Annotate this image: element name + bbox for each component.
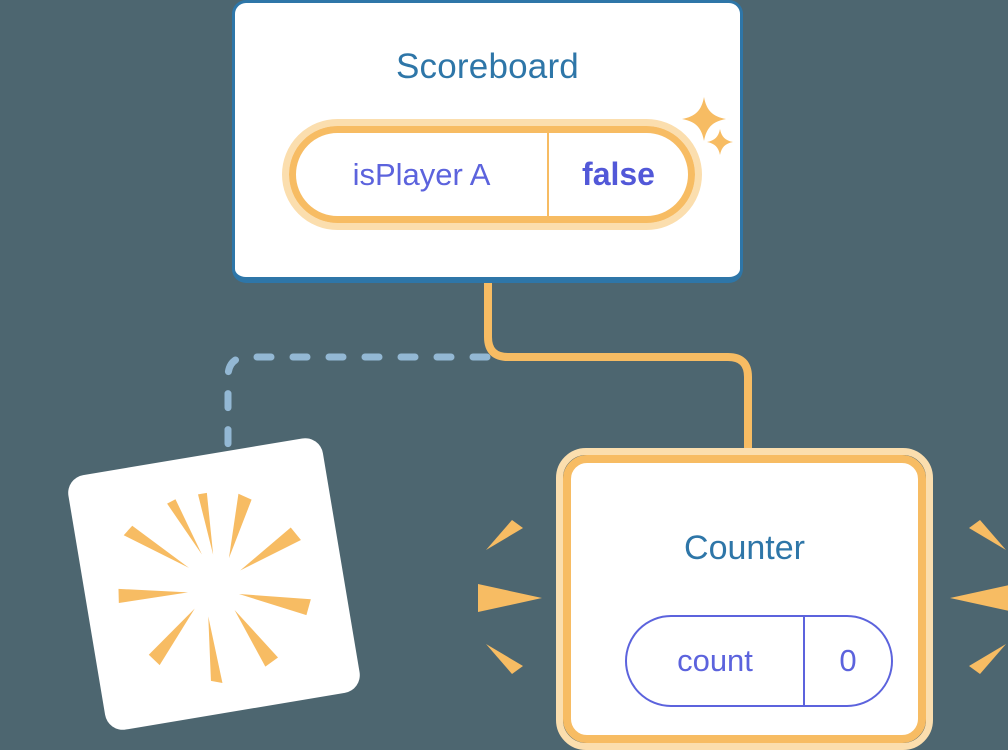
- counter-state-pill[interactable]: count 0: [625, 615, 893, 707]
- counter-title: Counter: [684, 529, 805, 567]
- counter-pill-value: 0: [839, 643, 857, 678]
- blank-card[interactable]: [65, 435, 363, 733]
- counter-right-rays: [950, 520, 1008, 674]
- scoreboard-state-pill[interactable]: isPlayer A false: [282, 119, 702, 230]
- scoreboard-pill-value: false: [582, 156, 655, 192]
- counter-left-rays: [478, 520, 542, 674]
- connector-solid-scoreboard-to-counter: [484, 281, 752, 462]
- sparkle-small-icon: [707, 129, 733, 155]
- scoreboard-title: Scoreboard: [396, 47, 579, 86]
- scoreboard-card[interactable]: Scoreboard isPlayer A false: [232, 0, 743, 283]
- scoreboard-pill-body[interactable]: isPlayer A false: [289, 126, 695, 223]
- counter-card[interactable]: Counter count 0: [556, 448, 933, 750]
- counter-card-inner: Counter count 0: [563, 455, 926, 743]
- scoreboard-pill-halo: [282, 119, 702, 230]
- burst-icon: [118, 492, 311, 683]
- counter-pill-key: count: [627, 617, 805, 705]
- scoreboard-pill-key: isPlayer A: [296, 133, 549, 216]
- sparkle-large-icon: [682, 97, 726, 141]
